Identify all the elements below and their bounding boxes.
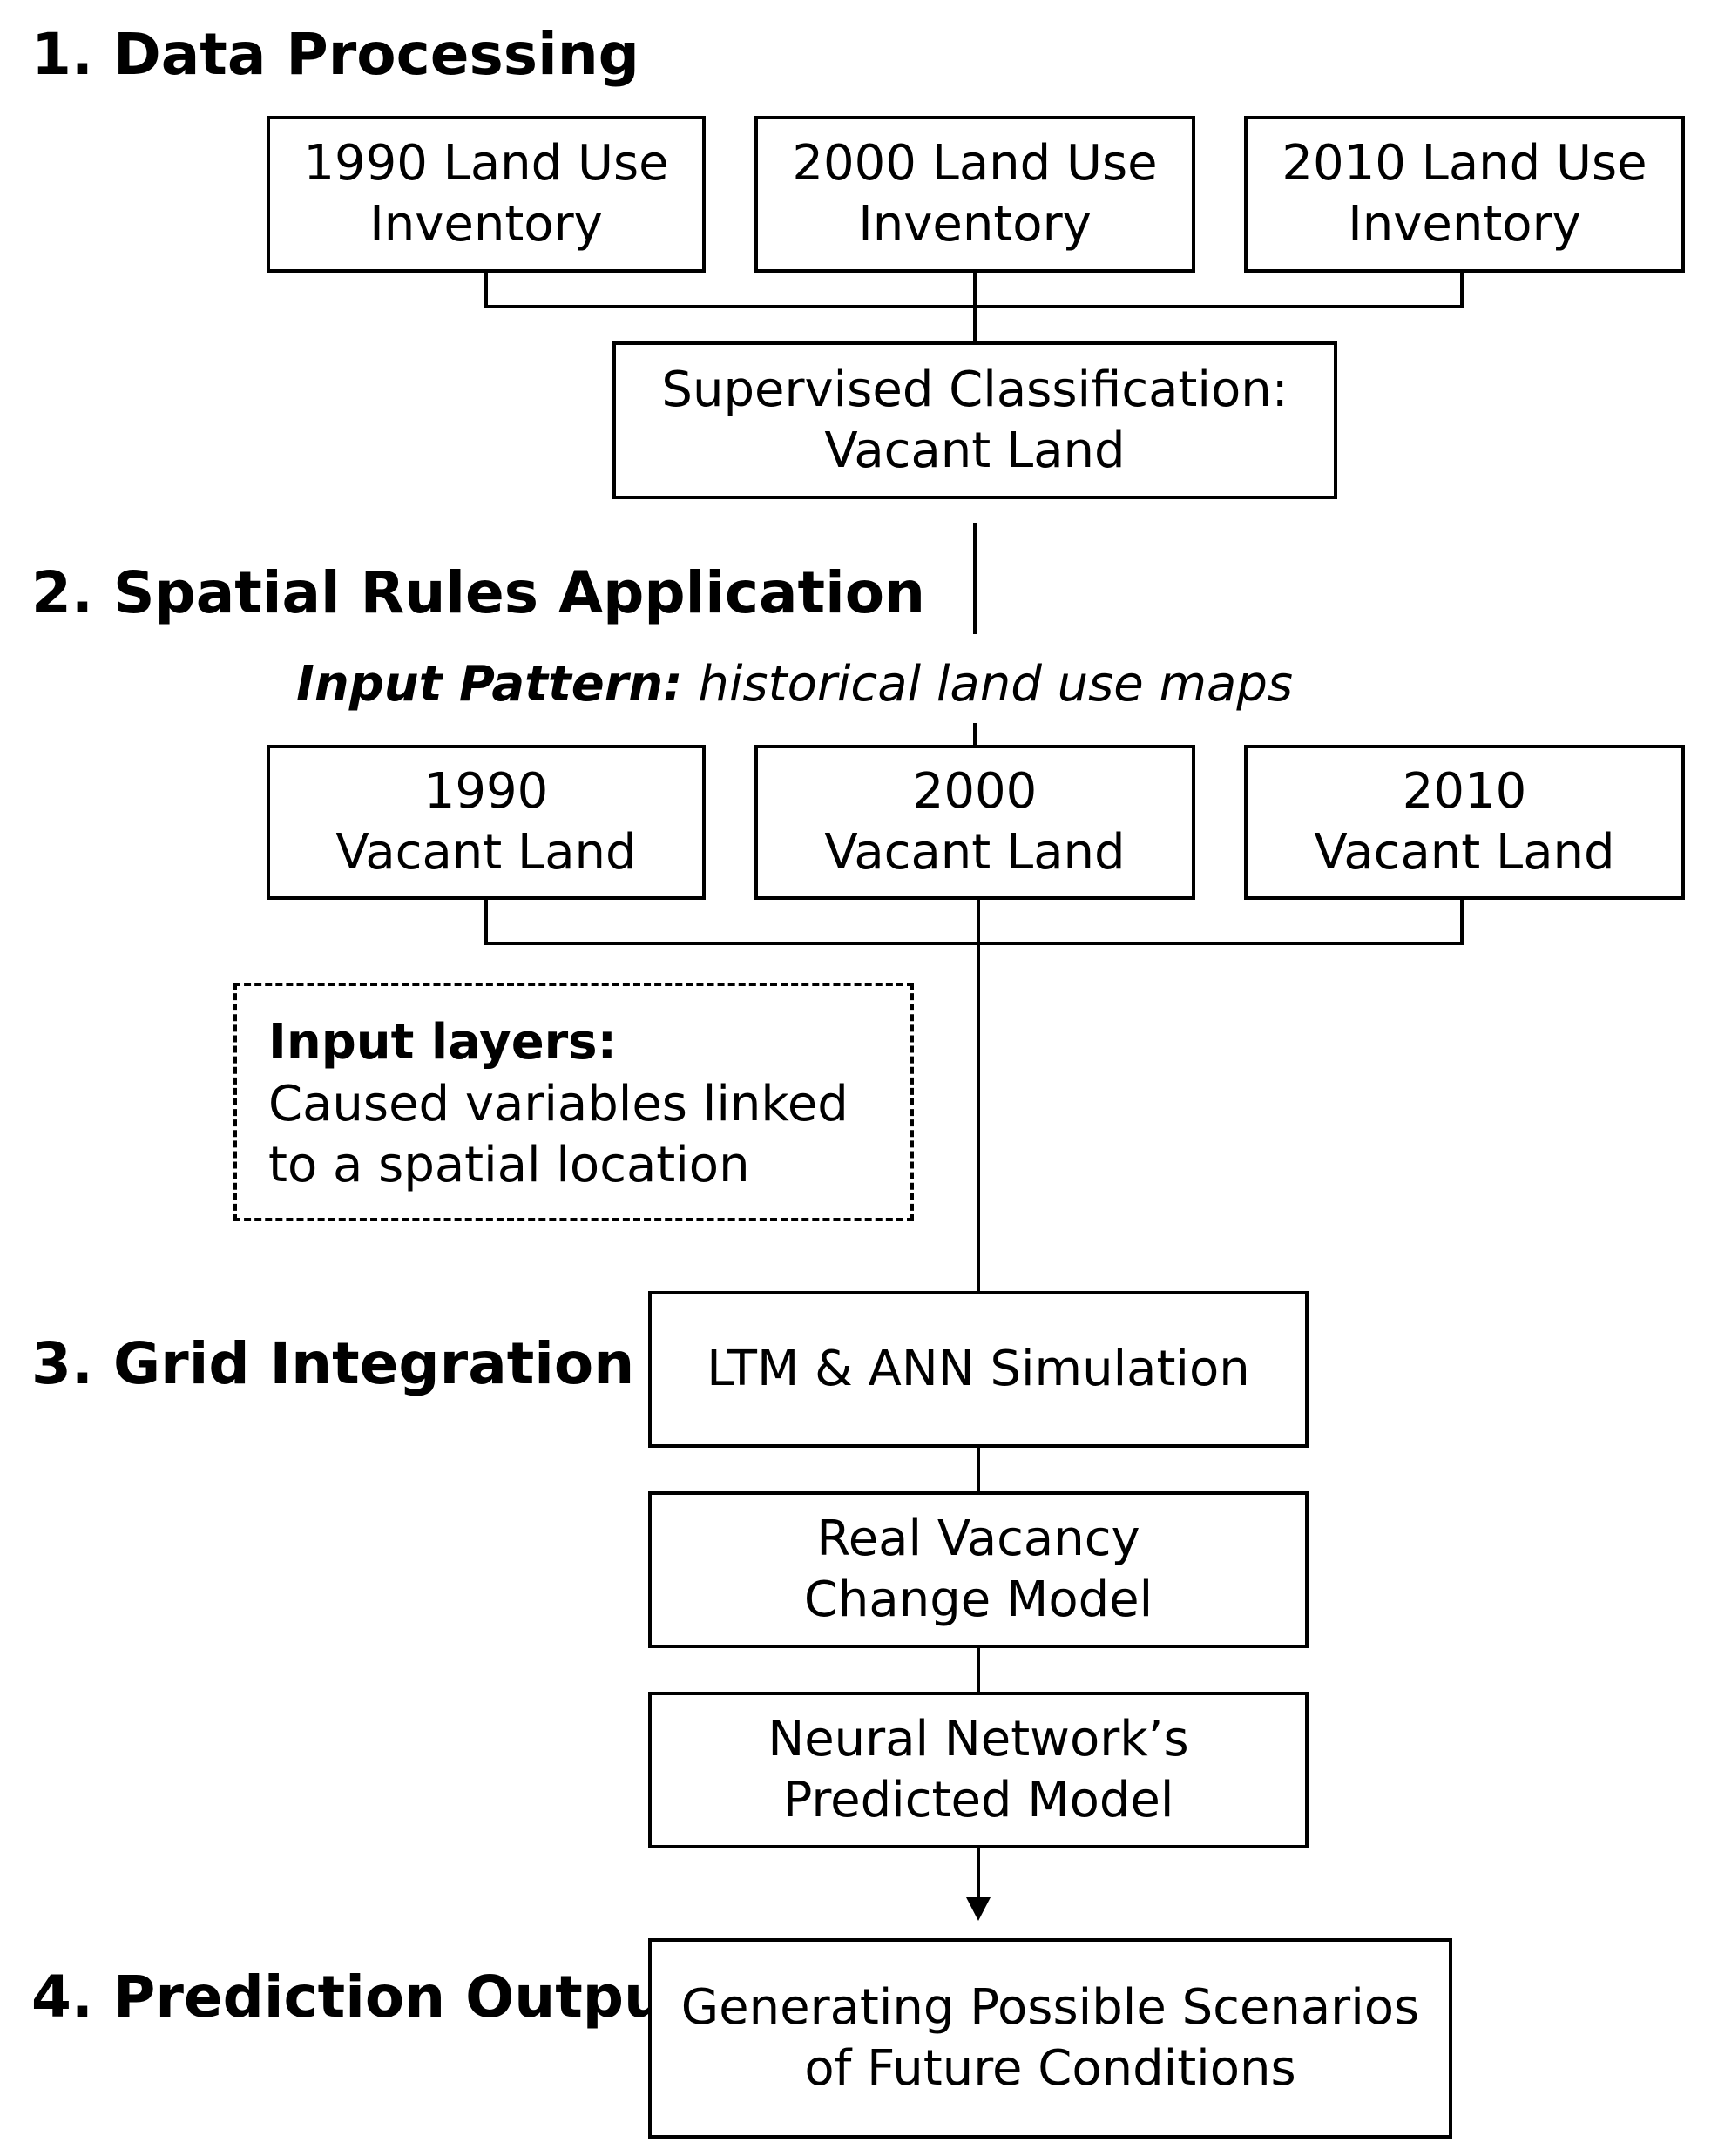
- real-vacancy-line1: Real Vacancy: [816, 1511, 1140, 1567]
- input-layers-box: Input layers: Caused variables linked to…: [233, 983, 914, 1221]
- real-vacancy-box: Real Vacancy Change Model: [648, 1491, 1309, 1648]
- output-box: Generating Possible Scenarios of Future …: [648, 1938, 1452, 2139]
- input-layers-line1: Caused variables linked: [268, 1075, 849, 1132]
- heading-data-processing: 1. Data Processing: [31, 21, 639, 88]
- vacant-box-line2: Vacant Land: [335, 824, 637, 881]
- vacant-box-line1: 2010: [1402, 763, 1527, 820]
- arrow-head: [966, 1897, 991, 1921]
- inventory-box-line1: 1990 Land Use: [303, 135, 669, 192]
- heading-spatial-rules: 2. Spatial Rules Application: [31, 559, 926, 626]
- neural-network-box: Neural Network’s Predicted Model: [648, 1692, 1309, 1848]
- neural-network-line2: Predicted Model: [782, 1772, 1174, 1828]
- inventory-box-2000: 2000 Land Use Inventory: [754, 116, 1195, 273]
- input-layers-line2: to a spatial location: [268, 1137, 750, 1194]
- input-layers-title: Input layers:: [268, 1014, 618, 1071]
- simulation-label: LTM & ANN Simulation: [707, 1341, 1250, 1397]
- classification-line1: Supervised Classification:: [661, 361, 1288, 418]
- inventory-box-line1: 2010 Land Use: [1282, 135, 1647, 192]
- vacant-box-2000: 2000 Vacant Land: [754, 745, 1195, 900]
- vacant-box-line1: 2000: [912, 763, 1038, 820]
- classification-box: Supervised Classification: Vacant Land: [612, 341, 1337, 499]
- inventory-box-line2: Inventory: [369, 196, 603, 253]
- inventory-box-line1: 2000 Land Use: [792, 135, 1158, 192]
- inventory-connector: [484, 272, 1464, 341]
- vacant-connector: [484, 897, 1464, 945]
- input-pattern-caption: Input Pattern: historical land use maps: [287, 660, 1302, 709]
- input-pattern-label: Input Pattern:: [296, 656, 683, 713]
- output-line1: Generating Possible Scenarios: [680, 1979, 1420, 2036]
- classification-line2: Vacant Land: [824, 422, 1126, 479]
- inventory-box-line2: Inventory: [1348, 196, 1581, 253]
- input-pattern-text: historical land use maps: [682, 656, 1294, 713]
- vacant-box-line2: Vacant Land: [1314, 824, 1615, 881]
- heading-prediction-output: 4. Prediction Output: [31, 1963, 693, 2031]
- vacant-box-line2: Vacant Land: [824, 824, 1126, 881]
- neural-network-line1: Neural Network’s: [768, 1711, 1189, 1767]
- simulation-box: LTM & ANN Simulation: [648, 1291, 1309, 1448]
- heading-grid-integration: 3. Grid Integration: [31, 1330, 635, 1397]
- output-line2: of Future Conditions: [804, 2040, 1296, 2097]
- real-vacancy-line2: Change Model: [803, 1571, 1153, 1628]
- vacant-box-1990: 1990 Vacant Land: [267, 745, 706, 900]
- inventory-box-2010: 2010 Land Use Inventory: [1244, 116, 1685, 273]
- vacant-box-2010: 2010 Vacant Land: [1244, 745, 1685, 900]
- inventory-box-1990: 1990 Land Use Inventory: [267, 116, 706, 273]
- inventory-box-line2: Inventory: [858, 196, 1092, 253]
- vacant-box-line1: 1990: [423, 763, 549, 820]
